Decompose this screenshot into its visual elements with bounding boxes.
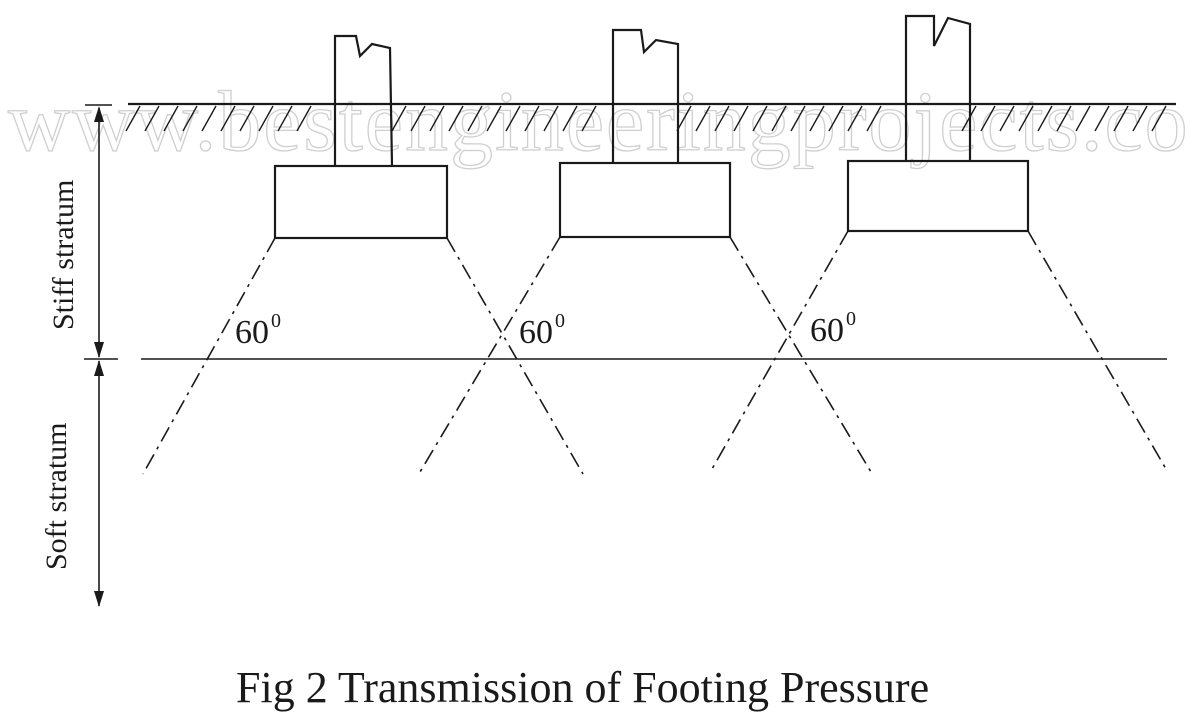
soft-stratum-dimension [94, 360, 104, 607]
hatch-mark [847, 105, 863, 132]
spread-line-2-left [419, 236, 561, 473]
hatch-mark [258, 105, 274, 132]
hatch-mark [220, 105, 236, 132]
hatch-mark [1037, 105, 1053, 132]
arrow-up-icon [94, 106, 104, 122]
hatch-mark [866, 105, 882, 132]
hatch-mark [467, 105, 483, 132]
column-3 [904, 14, 972, 161]
hatch-mark [277, 105, 293, 132]
column-2 [611, 28, 680, 163]
pressure-spread-lines [142, 230, 1167, 475]
hatch-mark [429, 105, 445, 132]
hatch-mark [1056, 105, 1072, 132]
angle-value-3: 60 [810, 312, 844, 349]
footing-1 [273, 34, 449, 240]
hatch-mark [486, 105, 502, 132]
hatch-mark [695, 105, 711, 132]
footing-2 [558, 28, 732, 239]
arrow-down-icon [94, 591, 104, 607]
hatch-mark [1113, 105, 1129, 132]
spread-line-1-left [142, 237, 276, 475]
hatch-mark [410, 105, 426, 132]
ground-hatching [125, 105, 1167, 132]
hatch-mark [1075, 105, 1091, 132]
hatch-mark [391, 105, 407, 132]
hatch-mark [714, 105, 730, 132]
hatch-mark [999, 105, 1015, 132]
hatch-mark [1132, 105, 1148, 132]
angle-value-1: 60 [235, 314, 269, 351]
hatch-mark [163, 105, 179, 132]
ground-surface [125, 102, 1176, 132]
hatch-mark [771, 105, 787, 132]
angle-label-3: 60 0 [810, 308, 856, 349]
hatch-mark [296, 105, 312, 132]
stiff-stratum-dimension [84, 104, 118, 360]
hatch-mark [182, 105, 198, 132]
arrow-down-icon [94, 342, 104, 358]
hatch-mark [790, 105, 806, 132]
spread-line-1-right [446, 237, 584, 475]
hatch-mark [1094, 105, 1110, 132]
hatch-mark [676, 105, 692, 132]
hatch-mark [448, 105, 464, 132]
arrow-up-icon [94, 360, 104, 376]
spread-line-2-right [729, 236, 872, 473]
hatch-mark [201, 105, 217, 132]
hatch-mark [1018, 105, 1034, 132]
hatch-mark [125, 105, 141, 132]
hatch-mark [581, 105, 597, 132]
angle-degree-1: 0 [271, 310, 281, 332]
angle-label-1: 60 0 [235, 310, 281, 351]
hatch-mark [524, 105, 540, 132]
hatch-mark [1151, 105, 1167, 132]
footing-base-3 [846, 159, 1030, 233]
watermark-text: www.bestengineeringprojects.com [8, 73, 1190, 169]
spread-line-3-right [1027, 230, 1167, 470]
hatch-mark [562, 105, 578, 132]
footing-base-2 [558, 161, 732, 239]
hatch-mark [809, 105, 825, 132]
hatch-mark [980, 105, 996, 132]
hatch-mark [505, 105, 521, 132]
angle-degree-3: 0 [846, 308, 856, 330]
spread-line-3-left [711, 230, 849, 470]
stiff-stratum-label: Stiff stratum [47, 180, 80, 330]
hatch-mark [752, 105, 768, 132]
angle-value-2: 60 [519, 314, 553, 351]
angle-label-2: 60 0 [519, 310, 565, 351]
column-1 [333, 34, 394, 167]
figure-caption: Fig 2 Transmission of Footing Pressure [236, 663, 929, 712]
soft-stratum-label: Soft stratum [40, 423, 73, 571]
hatch-mark [239, 105, 255, 132]
hatch-mark [144, 105, 160, 132]
hatch-mark [828, 105, 844, 132]
angle-degree-2: 0 [555, 310, 565, 332]
footing-3 [846, 14, 1030, 233]
footing-base-1 [273, 164, 449, 240]
hatch-mark [733, 105, 749, 132]
hatch-mark [543, 105, 559, 132]
